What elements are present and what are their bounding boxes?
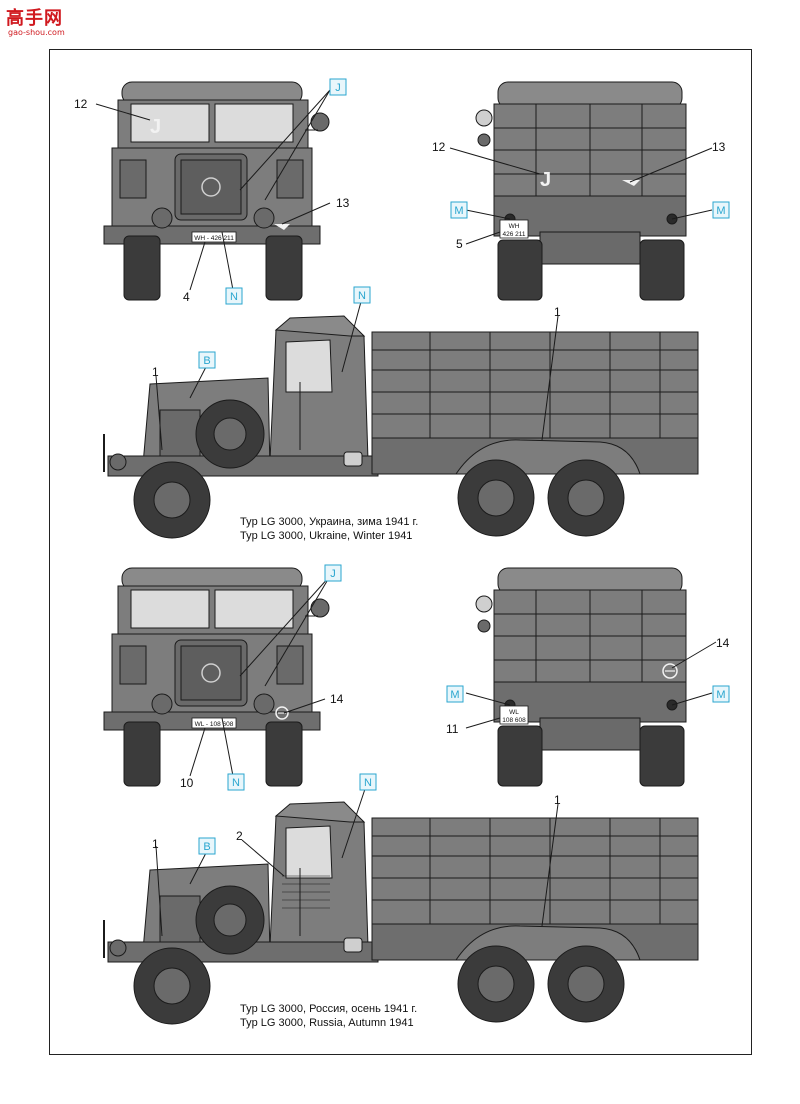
letter-j-mark-front: J (150, 116, 161, 138)
front-view-1 (103, 81, 330, 301)
svg-text:J: J (330, 568, 336, 580)
callout-j-2: J (324, 564, 342, 582)
logo-text: 高手网 (6, 8, 63, 29)
label-1-side-2: 1 (554, 793, 561, 807)
label-11: 11 (446, 722, 459, 736)
svg-text:B: B (203, 355, 210, 367)
svg-text:108 608: 108 608 (502, 717, 526, 724)
svg-text:N: N (230, 291, 238, 303)
label-10: 10 (180, 776, 194, 790)
caption-v2-en: Typ LG 3000, Russia, Autumn 1941 (240, 1017, 414, 1029)
svg-text:N: N (358, 290, 366, 302)
svg-text:M: M (716, 689, 725, 701)
svg-text:N: N (364, 777, 372, 789)
callout-m-1b: M (712, 201, 730, 219)
svg-text:M: M (716, 205, 725, 217)
plate-front-wl: WL - 108 608 (191, 717, 237, 729)
caption-variant-2: Typ LG 3000, Россия, осень 1941 г. Typ L… (240, 1002, 417, 1030)
callout-n-1-side: N (353, 286, 371, 304)
side-view-2 (103, 801, 699, 1025)
callout-n-2: N (227, 773, 245, 791)
svg-text:WH: WH (509, 223, 520, 230)
label-13-front: 13 (336, 196, 350, 210)
caption-v2-ru: Typ LG 3000, Россия, осень 1941 г. (240, 1003, 418, 1015)
drawing-frame (49, 49, 752, 1055)
label-2: 2 (236, 829, 243, 843)
plate-rear-wh: WH 426 211 (499, 219, 529, 239)
svg-text:B: B (203, 841, 210, 853)
svg-text:426 211: 426 211 (502, 231, 525, 238)
number-labels: 12 13 4 12 13 5 1 1 14 10 14 11 1 1 2 (74, 97, 730, 851)
tactical-arrow-mark-front (274, 224, 290, 230)
svg-text:M: M (450, 689, 459, 701)
rear-view-1 (475, 81, 687, 301)
callout-m-1a: M (450, 201, 468, 219)
leader-lines (95, 89, 717, 937)
label-12-front: 12 (74, 97, 88, 111)
callout-j-1: J (329, 78, 347, 96)
caption-v1-en: Typ LG 3000, Ukraine, Winter 1941 (240, 530, 413, 542)
callout-b-1: B (198, 351, 216, 369)
label-1-hood-2: 1 (152, 837, 159, 851)
plate-rear-wl: WL 108 608 (499, 705, 529, 725)
svg-text:N: N (232, 777, 240, 789)
label-5: 5 (456, 237, 463, 251)
svg-text:WL - 108 608: WL - 108 608 (195, 721, 234, 728)
label-13-rear: 13 (712, 140, 726, 154)
letter-j-mark-rear: J (540, 169, 551, 191)
site-logo: 高手网 gao-shou.com (6, 4, 78, 40)
logo-url: gao-shou.com (8, 28, 65, 37)
rear-view-2 (475, 567, 687, 787)
caption-v1-ru: Typ LG 3000, Украина, зима 1941 г. (240, 516, 419, 528)
svg-text:M: M (454, 205, 463, 217)
label-4: 4 (183, 290, 190, 304)
plate-front-wh: WH - 426 211 (191, 231, 237, 243)
svg-text:J: J (335, 82, 341, 94)
label-1-side-1: 1 (554, 305, 561, 319)
callout-m-2b: M (712, 685, 730, 703)
label-12-rear: 12 (432, 140, 446, 154)
svg-text:WH - 426 211: WH - 426 211 (194, 235, 234, 242)
label-1-hood-1: 1 (152, 365, 159, 379)
door-stencil (282, 875, 330, 909)
callout-n-1: N (225, 287, 243, 305)
side-view-1 (103, 315, 699, 539)
front-view-2 (103, 567, 330, 787)
divisional-symbol-rear (662, 663, 678, 679)
callout-n-2-side: N (359, 773, 377, 791)
caption-variant-1: Typ LG 3000, Украина, зима 1941 г. Typ L… (240, 515, 418, 543)
callout-m-2a: M (446, 685, 464, 703)
svg-text:WL: WL (509, 709, 519, 716)
label-14-rear: 14 (716, 636, 730, 650)
label-14-front: 14 (330, 692, 344, 706)
callout-b-2: B (198, 837, 216, 855)
tactical-arrow-mark (622, 180, 640, 186)
